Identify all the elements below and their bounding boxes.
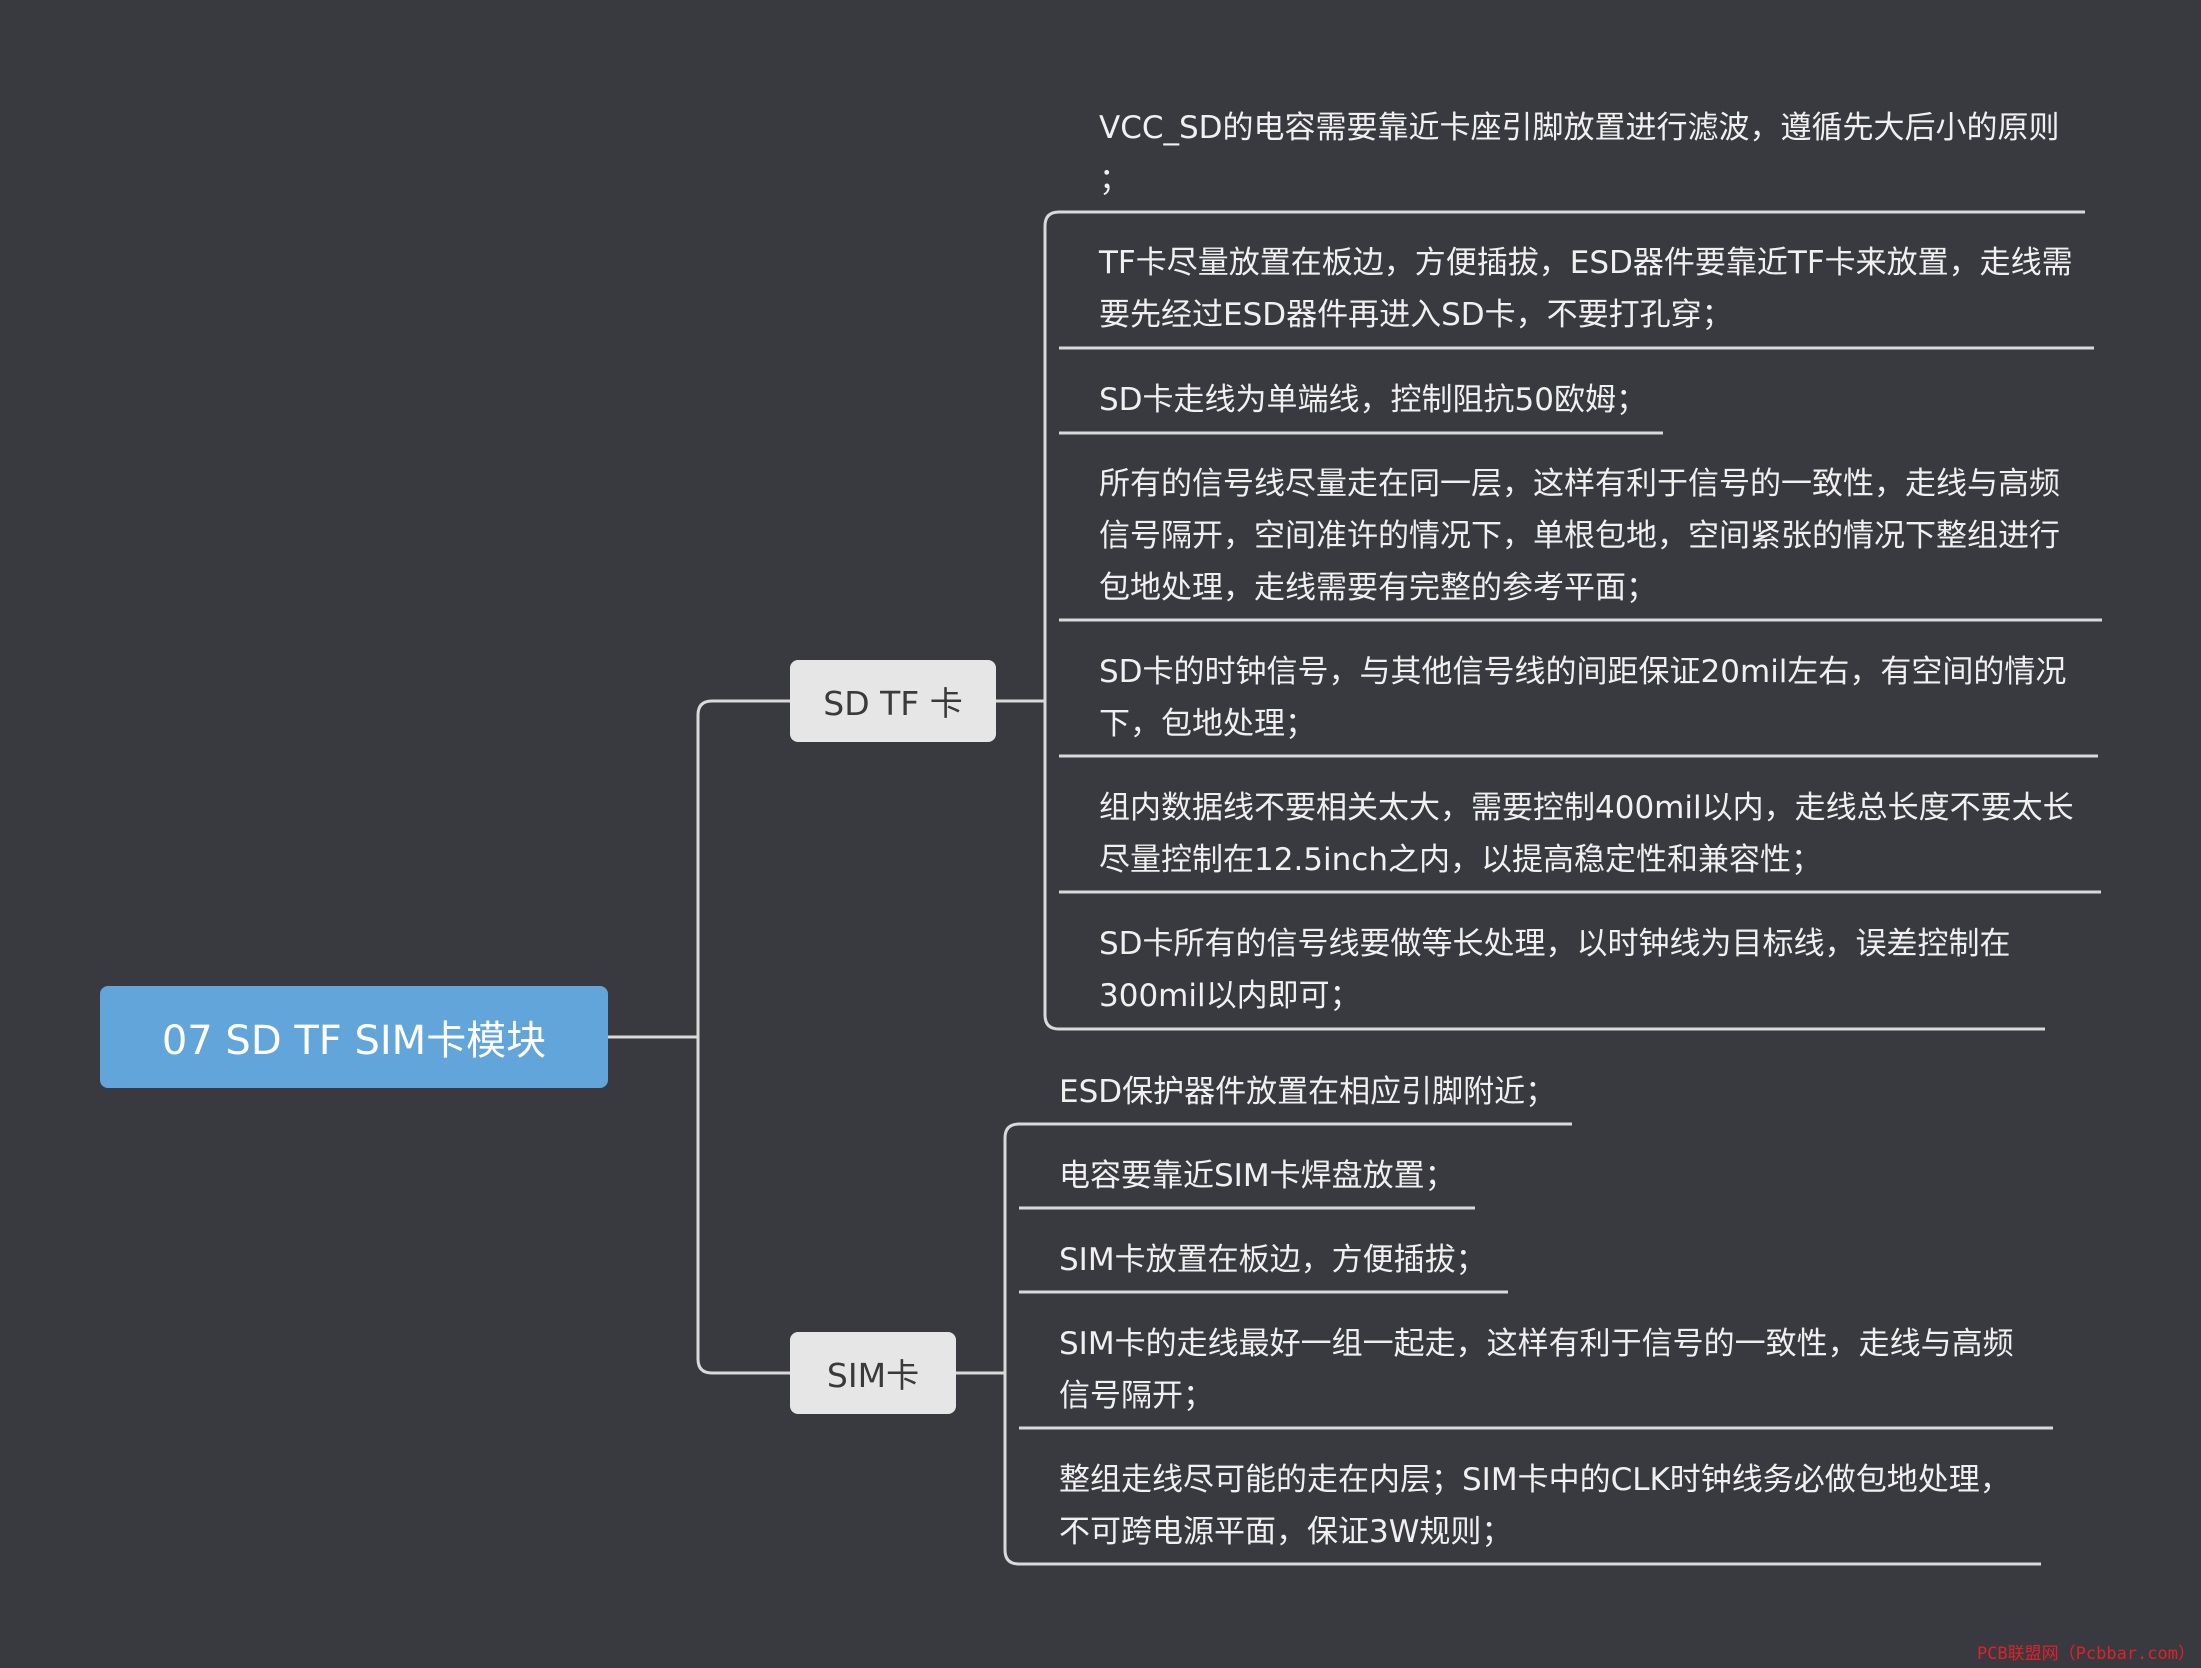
leaf-topic-sd-6[interactable]: 组内数据线不要相关太大，需要控制400mil以内，走线总长度不要太长 尽量控制在…	[1099, 790, 2074, 878]
leaf-topic-sd-1[interactable]: VCC_SD的电容需要靠近卡座引脚放置进行滤波，遵循先大后小的原则 ；	[1099, 110, 2060, 198]
leaf-topic-sim-5[interactable]: 整组走线尽可能的走在内层；SIM卡中的CLK时钟线务必做包地处理， 不可跨电源平…	[1059, 1462, 2011, 1550]
leaf-topic-sd-7[interactable]: SD卡所有的信号线要做等长处理，以时钟线为目标线，误差控制在 300mil以内即…	[1099, 926, 2011, 1014]
sim-bracket	[1003, 1122, 1020, 1566]
root-branch-connector	[696, 699, 790, 1375]
leaf-topic-sd-5[interactable]: SD卡的时钟信号，与其他信号线的间距保证20mil左右，有空间的情况 下，包地处…	[1099, 654, 2067, 742]
leaf-topic-sd-3[interactable]: SD卡走线为单端线，控制阻抗50欧姆；	[1099, 382, 1647, 418]
root-topic-label: 07 SD TF SIM卡模块	[161, 1018, 547, 1064]
leaf-topic-sim-2[interactable]: 电容要靠近SIM卡焊盘放置；	[1059, 1158, 1456, 1194]
branch-topic-label: SD TF 卡	[823, 684, 963, 723]
leaf-topic-sim-4[interactable]: SIM卡的走线最好一组一起走，这样有利于信号的一致性，走线与高频 信号隔开；	[1059, 1326, 2014, 1414]
leaf-topic-sd-4[interactable]: 所有的信号线尽量走在同一层，这样有利于信号的一致性，走线与高频 信号隔开，空间准…	[1099, 466, 2060, 606]
watermark-text: PCB联盟网（Pcbbar.com）	[1976, 1644, 2195, 1664]
leaf-topic-sd-2[interactable]: TF卡尽量放置在板边，方便插拔，ESD器件要靠近TF卡来放置，走线需 要先经过E…	[1099, 245, 2073, 333]
branch-topic-sim-card[interactable]: SIM卡	[790, 1332, 956, 1414]
branch-topic-sd-tf-card[interactable]: SD TF 卡	[790, 660, 996, 742]
sd-bracket	[1043, 210, 1060, 1031]
branch-topic-label: SIM卡	[826, 1356, 920, 1395]
leaf-topic-sim-1[interactable]: ESD保护器件放置在相应引脚附近；	[1059, 1074, 1557, 1110]
root-topic[interactable]: 07 SD TF SIM卡模块	[100, 986, 608, 1088]
leaf-topic-sim-3[interactable]: SIM卡放置在板边，方便插拔；	[1059, 1242, 1487, 1278]
